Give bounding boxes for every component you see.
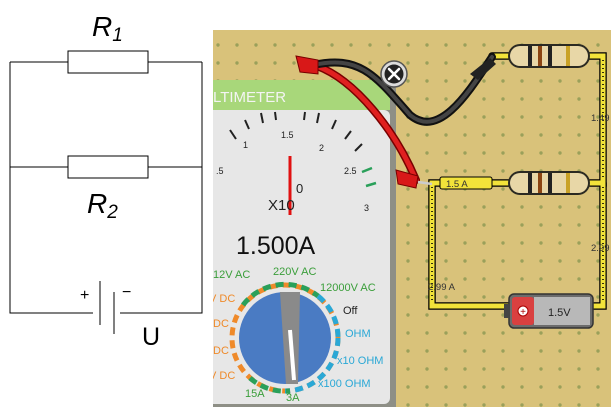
close-icon[interactable]: [380, 60, 408, 88]
range-15a[interactable]: 15A: [245, 388, 265, 400]
range-ohm[interactable]: OHM: [345, 328, 371, 340]
multimeter-title: LTIMETER: [213, 89, 286, 106]
battery-label: 1.5V: [548, 307, 571, 319]
multiplier-label: X10: [268, 197, 295, 214]
resistor-r1[interactable]: [508, 44, 590, 68]
r1-label: R1: [92, 11, 123, 46]
svg-text:+: +: [520, 307, 526, 318]
resistor-r1-symbol: [67, 50, 149, 74]
readout-mid-right: 2.99: [591, 243, 610, 254]
range-x100-ohm[interactable]: x100 OHM: [318, 378, 371, 390]
readout-left-current: 2.99 A: [428, 282, 456, 293]
scale-tick-1: 1: [243, 140, 248, 150]
battery[interactable]: + 1.5V: [504, 293, 594, 329]
range-off[interactable]: Off: [343, 305, 358, 317]
scale-tick-edge: .5: [216, 166, 224, 176]
probe-leads[interactable]: [295, 53, 496, 189]
svg-text:1.5 A: 1.5 A: [446, 179, 468, 190]
resistor-r2-symbol: [67, 155, 149, 179]
meter-scale: [229, 111, 363, 152]
scale-tick-2-5: 2.5: [344, 166, 357, 176]
scale-tick-2: 2: [319, 143, 324, 153]
range-dc-2[interactable]: DC: [213, 318, 229, 330]
needle-zero-label: 0: [296, 181, 303, 196]
range-v-dc-4[interactable]: V DC: [209, 370, 235, 382]
range-12000v-ac[interactable]: 12000V AC: [320, 282, 376, 294]
battery-plus-sign: +: [80, 287, 89, 304]
r2-label: R2: [87, 188, 118, 223]
range-selector-knob[interactable]: [229, 281, 341, 394]
multimeter[interactable]: LTIMETER .5 1 1.5 2 2.5: [200, 80, 396, 407]
scale-tick-3: 3: [364, 203, 369, 213]
range-dc-3[interactable]: DC: [213, 345, 229, 357]
meter-reading: 1.500A: [236, 232, 316, 260]
ammeter-wire-tag[interactable]: 1.5 A: [439, 176, 493, 190]
battery-minus-sign: −: [122, 284, 131, 301]
range-x10-ohm[interactable]: x10 OHM: [337, 355, 383, 367]
readout-upper-right: 1.49: [591, 113, 610, 124]
resistor-r2[interactable]: [508, 171, 590, 195]
range-12v-ac[interactable]: 12V AC: [213, 269, 250, 281]
schematic: [9, 50, 203, 334]
range-v-dc-1[interactable]: V DC: [209, 293, 235, 305]
voltage-label: U: [142, 323, 160, 351]
range-3a[interactable]: 3A: [286, 392, 300, 404]
scale-tick-1-5: 1.5: [281, 130, 294, 140]
range-220v-ac[interactable]: 220V AC: [273, 266, 316, 278]
